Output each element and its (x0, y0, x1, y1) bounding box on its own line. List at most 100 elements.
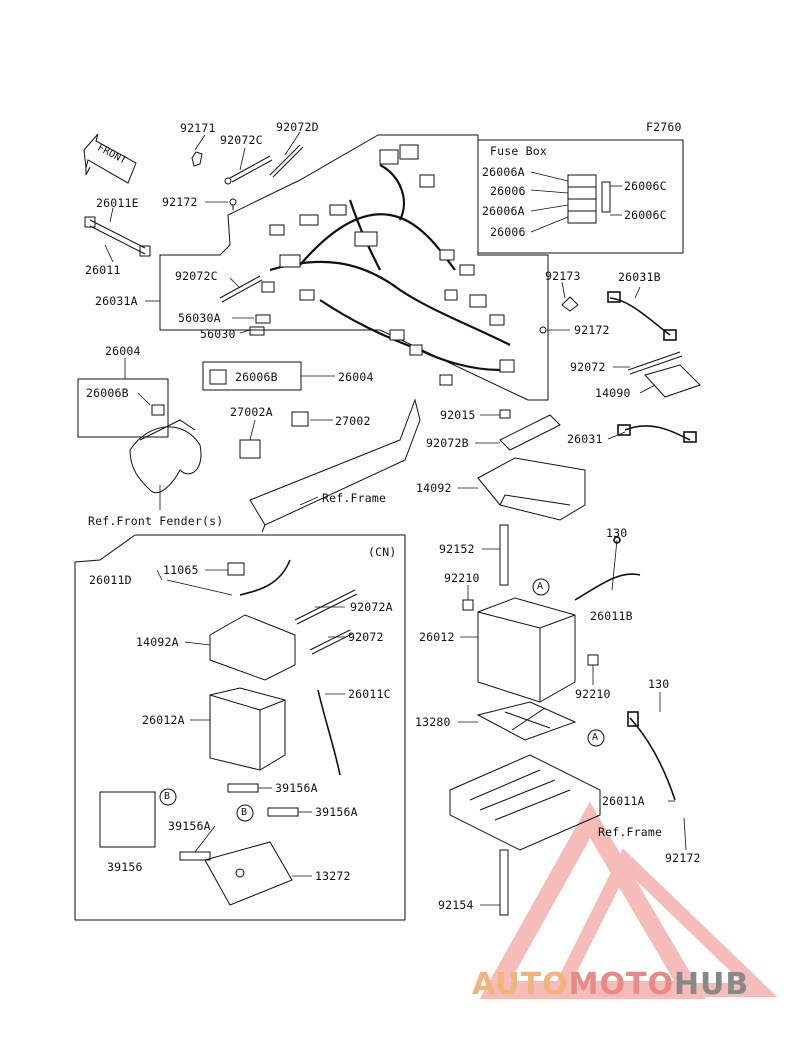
watermark-part2: MOTO (568, 967, 674, 1002)
callout-a-1 (532, 578, 550, 596)
part-92072-right: 92072 (570, 360, 606, 374)
part-26031B: 26031B (618, 270, 661, 284)
connector-26006B-left-icon (151, 404, 165, 416)
strip-39156A-1-icon (227, 783, 259, 793)
case-14092A-icon (209, 614, 296, 681)
bracket-92072B-icon (499, 414, 561, 451)
part-26006B-box: 26006B (235, 370, 278, 384)
frame-section (249, 398, 421, 533)
part-26011: 26011 (85, 263, 121, 277)
part-26031: 26031 (567, 432, 603, 446)
tie-92072-right-icon (627, 351, 683, 375)
ref-frame-label-2: Ref.Frame (598, 825, 663, 839)
part-14090: 14090 (595, 386, 631, 400)
part-92015: 92015 (440, 408, 476, 422)
part-27002: 27002 (335, 414, 371, 428)
connector-56030-icon (249, 314, 271, 336)
part-56030A: 56030A (178, 311, 221, 325)
part-26011E: 26011E (96, 196, 139, 210)
part-26012: 26012 (419, 630, 455, 644)
fuse-26006C-2: 26006C (624, 208, 667, 222)
holder-92210-top-icon (462, 599, 474, 611)
part-39156A-2: 39156A (315, 805, 358, 819)
tie-92072A-icon (294, 589, 358, 625)
clip-92171-icon (191, 151, 203, 167)
cap-11065-icon (227, 562, 245, 576)
lead-26011B-icon (574, 536, 641, 601)
part-92172-right: 92172 (574, 323, 610, 337)
part-92072C-mid: 92072C (175, 269, 218, 283)
callout-b-2 (236, 804, 254, 822)
part-26004-left: 26004 (105, 344, 141, 358)
part-39156A-1: 39156A (275, 781, 318, 795)
part-26011D: 26011D (89, 573, 132, 587)
part-92172-top: 92172 (162, 195, 198, 209)
harness-26031B-icon (607, 291, 677, 341)
front-arrow-icon (83, 133, 137, 184)
part-26011A: 26011A (602, 794, 645, 808)
part-92210-bot: 92210 (575, 687, 611, 701)
part-26011B: 26011B (590, 609, 633, 623)
ref-front-fender-label: Ref.Front Fender(s) (88, 514, 224, 528)
fuse-26006C-1: 26006C (624, 179, 667, 193)
part-26031A: 26031A (95, 294, 138, 308)
part-130-top: 130 (606, 526, 628, 540)
cover-14090-icon (644, 364, 701, 398)
callout-b-text-2: B (241, 807, 248, 818)
connector-26006B-box-icon (209, 369, 227, 385)
part-14092A: 14092A (136, 635, 179, 649)
fuse-box-title: Fuse Box (490, 144, 547, 158)
callout-b-text-1: B (164, 791, 171, 802)
callout-a-text-1: A (537, 581, 544, 592)
figure-id: F2760 (646, 120, 682, 134)
part-11065: 11065 (163, 563, 199, 577)
part-92072C-top: 92072C (220, 133, 263, 147)
tie-92072-cn-icon (309, 629, 353, 655)
part-39156A-3: 39156A (168, 819, 211, 833)
fuse-26006-1: 26006 (490, 184, 526, 198)
bolt-92154-icon (499, 849, 509, 916)
harness-connectors (261, 144, 515, 386)
pad-13280-icon (476, 701, 577, 741)
watermark-part1: AUTO (472, 967, 569, 1002)
fuse-26006A-2: 26006A (482, 204, 525, 218)
relay-27002-icon (291, 411, 309, 427)
label-39156-icon (99, 791, 156, 848)
part-92152: 92152 (439, 542, 475, 556)
part-92072B: 92072B (426, 436, 469, 450)
battery-26012-icon (477, 597, 576, 703)
part-56030: 56030 (200, 327, 236, 341)
part-27002A: 27002A (230, 405, 273, 419)
ref-frame-label: Ref.Frame (322, 491, 387, 505)
screw-92172-right-icon (539, 326, 547, 334)
part-92154: 92154 (438, 898, 474, 912)
fuse-26006A-1: 26006A (482, 165, 525, 179)
cn-label: (CN) (368, 545, 397, 559)
bracket-26004-left (77, 378, 169, 438)
bolt-92152-icon (499, 524, 509, 586)
holder-92210-bot-icon (587, 654, 599, 666)
tray-frame-icon (449, 754, 601, 851)
nut-92015-icon (499, 409, 511, 419)
harness-26031-icon (617, 424, 697, 443)
lead-26011A-icon (627, 711, 676, 801)
battery-26012A-icon (209, 687, 286, 771)
part-92072-cn: 92072 (348, 630, 384, 644)
part-92072A: 92072A (350, 600, 393, 614)
part-26011C: 26011C (348, 687, 391, 701)
callout-a-text-2: A (592, 732, 599, 743)
part-13280: 13280 (415, 715, 451, 729)
fuse-box-frame (477, 139, 684, 254)
strap-26011E-icon (84, 216, 151, 257)
tie-92072D-icon (269, 144, 304, 178)
part-130-bot: 130 (648, 677, 670, 691)
bracket-13272-icon (204, 841, 293, 906)
watermark-text: AUTOMOTOHUB (472, 967, 749, 1002)
callout-a-2 (587, 729, 605, 747)
watermark-logo (479, 801, 778, 999)
battery-case-14092-icon (477, 457, 586, 521)
fuse-block-icon (567, 174, 611, 224)
part-92173: 92173 (545, 269, 581, 283)
fuse-26006-2: 26006 (490, 225, 526, 239)
part-92171: 92171 (180, 121, 216, 135)
